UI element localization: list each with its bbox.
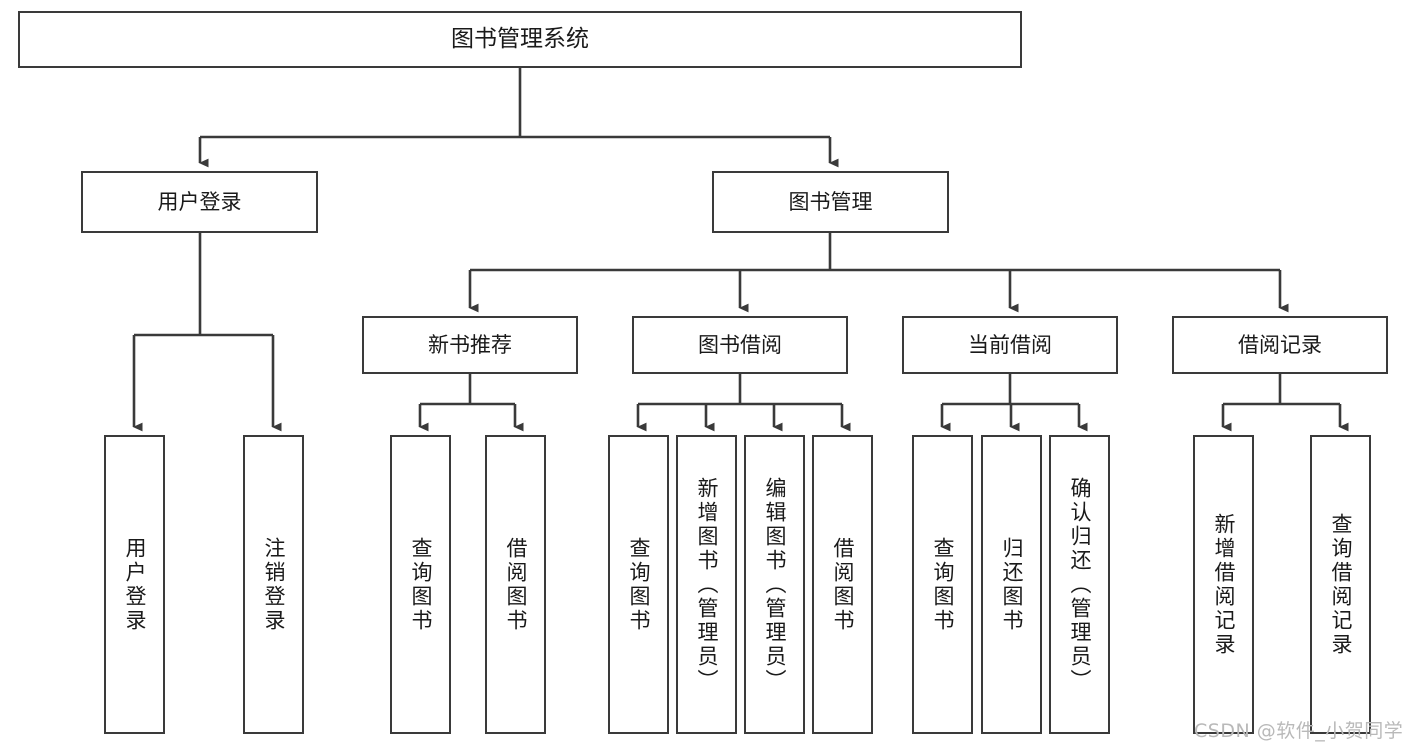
leaf-label: 注销登录 bbox=[261, 536, 286, 633]
leaf-logout[interactable]: 注销登录 bbox=[243, 435, 304, 734]
leaf-label: 用户登录 bbox=[122, 536, 147, 633]
leaf-query-book-borrow[interactable]: 查询图书 bbox=[608, 435, 669, 734]
node-new-book-recommend-label: 新书推荐 bbox=[428, 332, 512, 357]
node-book-manage[interactable]: 图书管理 bbox=[712, 171, 949, 233]
leaf-query-borrow-record[interactable]: 查询借阅记录 bbox=[1310, 435, 1371, 734]
node-book-borrow[interactable]: 图书借阅 bbox=[632, 316, 848, 374]
node-user-login-label: 用户登录 bbox=[157, 189, 242, 214]
node-current-borrow[interactable]: 当前借阅 bbox=[902, 316, 1118, 374]
leaf-label: 借阅图书 bbox=[830, 536, 855, 633]
leaf-borrow-book-rec[interactable]: 借阅图书 bbox=[485, 435, 546, 734]
node-current-borrow-label: 当前借阅 bbox=[968, 332, 1052, 357]
node-root[interactable]: 图书管理系统 bbox=[18, 11, 1022, 68]
node-borrow-record[interactable]: 借阅记录 bbox=[1172, 316, 1388, 374]
node-book-manage-label: 图书管理 bbox=[788, 189, 873, 214]
leaf-user-login[interactable]: 用户登录 bbox=[104, 435, 165, 734]
leaf-query-book-current[interactable]: 查询图书 bbox=[912, 435, 973, 734]
node-new-book-recommend[interactable]: 新书推荐 bbox=[362, 316, 578, 374]
leaf-query-book-rec[interactable]: 查询图书 bbox=[390, 435, 451, 734]
leaf-label: 新增借阅记录 bbox=[1211, 512, 1236, 657]
leaf-label: 确认归还（管理员） bbox=[1067, 476, 1092, 693]
node-book-borrow-label: 图书借阅 bbox=[698, 332, 782, 357]
leaf-label: 新增图书（管理员） bbox=[694, 476, 719, 693]
leaf-label: 查询图书 bbox=[930, 536, 955, 633]
leaf-return-book[interactable]: 归还图书 bbox=[981, 435, 1042, 734]
leaf-label: 编辑图书（管理员） bbox=[762, 476, 787, 693]
leaf-label: 查询图书 bbox=[626, 536, 651, 633]
leaf-label: 查询图书 bbox=[408, 536, 433, 633]
leaf-edit-book-admin[interactable]: 编辑图书（管理员） bbox=[744, 435, 805, 734]
node-borrow-record-label: 借阅记录 bbox=[1238, 332, 1322, 357]
watermark: CSDN @软件_小贺同学 bbox=[1194, 720, 1404, 742]
leaf-label: 借阅图书 bbox=[503, 536, 528, 633]
leaf-label: 查询借阅记录 bbox=[1328, 512, 1353, 657]
leaf-add-borrow-record[interactable]: 新增借阅记录 bbox=[1193, 435, 1254, 734]
leaf-add-book-admin[interactable]: 新增图书（管理员） bbox=[676, 435, 737, 734]
node-user-login[interactable]: 用户登录 bbox=[81, 171, 318, 233]
node-root-label: 图书管理系统 bbox=[451, 25, 589, 52]
leaf-borrow-book[interactable]: 借阅图书 bbox=[812, 435, 873, 734]
leaf-confirm-return-admin[interactable]: 确认归还（管理员） bbox=[1049, 435, 1110, 734]
leaf-label: 归还图书 bbox=[999, 536, 1024, 633]
